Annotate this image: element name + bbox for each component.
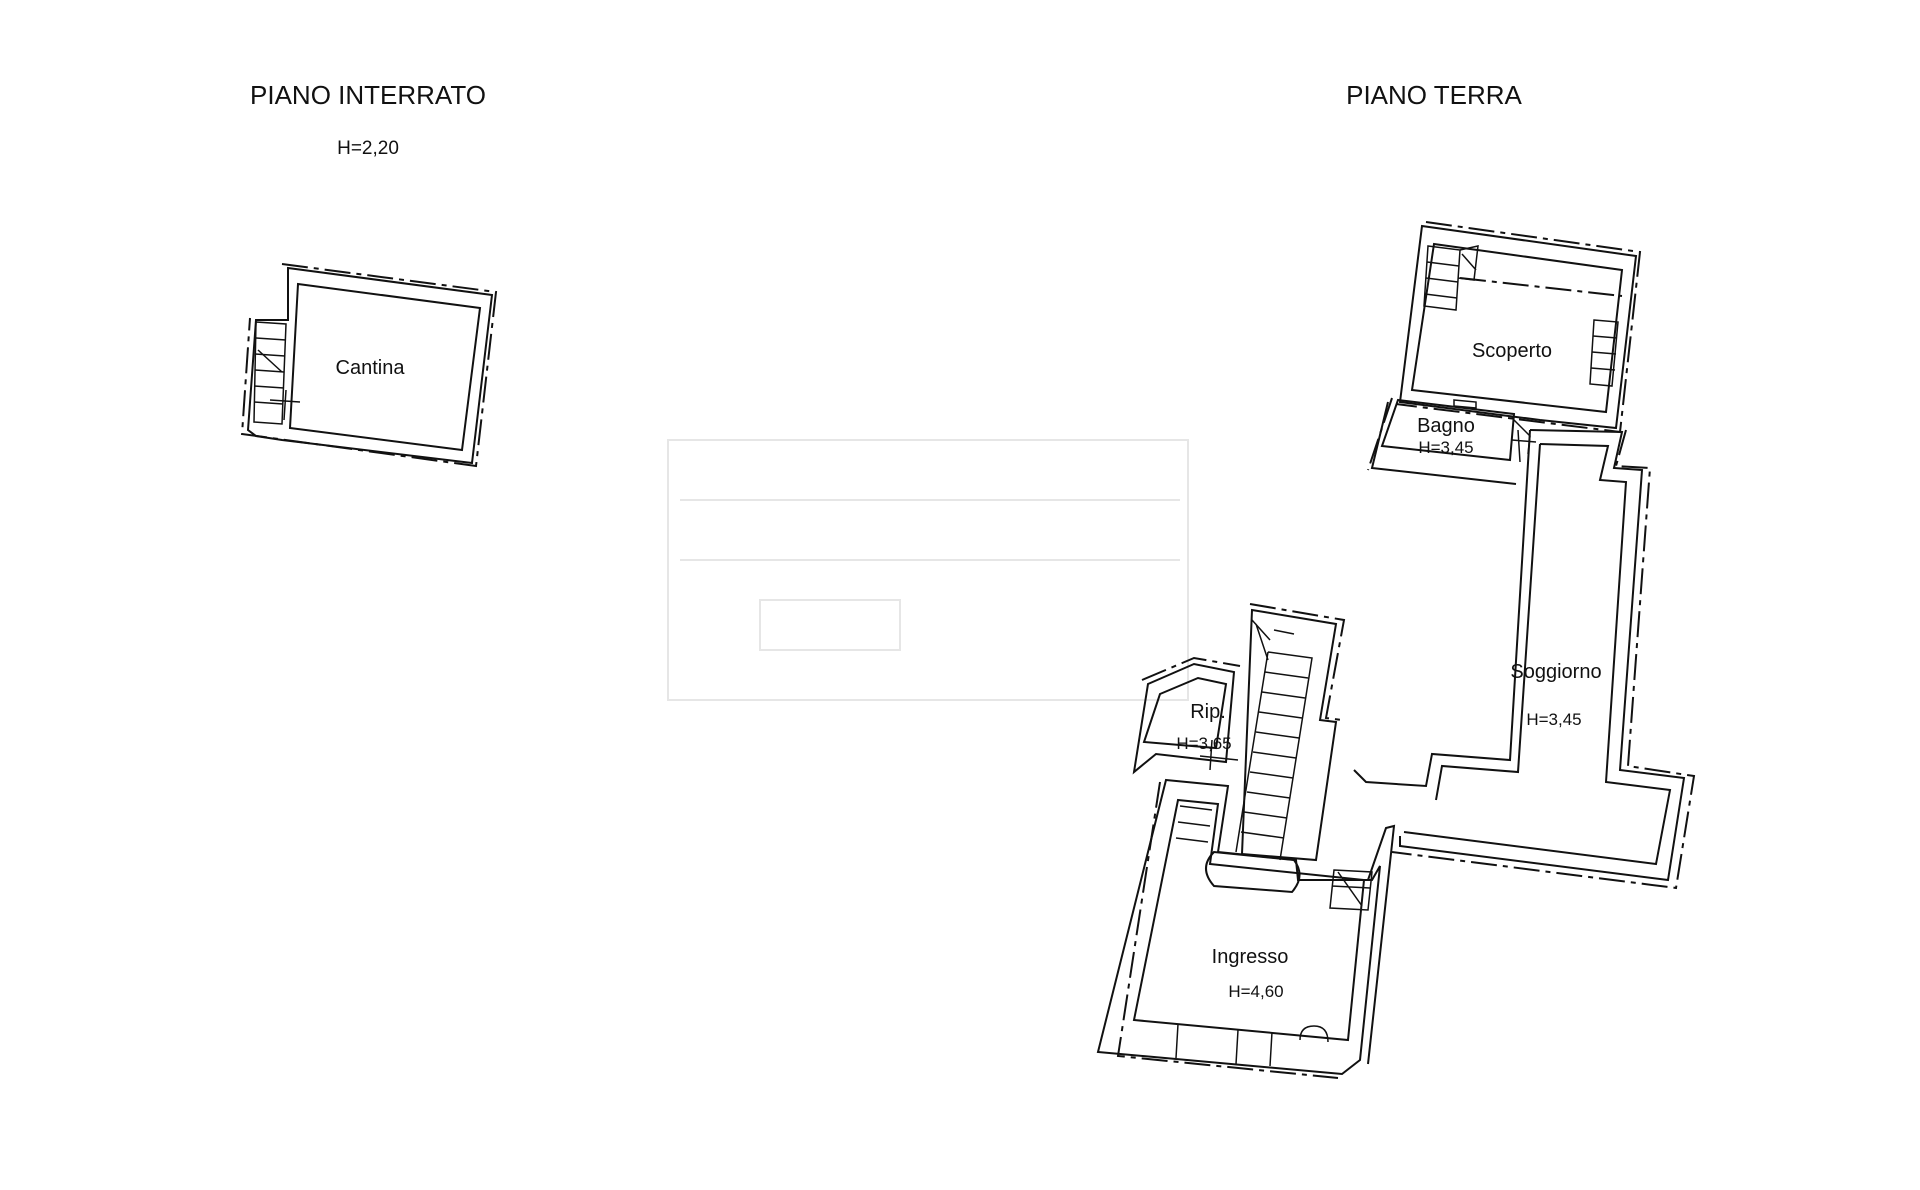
soggiorno-room <box>1353 429 1696 890</box>
central-stair <box>1235 603 1346 862</box>
ingresso-room <box>1096 778 1396 1079</box>
cantina-label: Cantina <box>336 357 406 379</box>
ripostiglio-height: H=3,65 <box>1176 734 1231 753</box>
scoperto-label: Scoperto <box>1472 340 1552 362</box>
basement-height: H=2,20 <box>337 138 399 159</box>
ground-plan: PIANO TERRA <box>1096 80 1696 1079</box>
bagno-height: H=3,45 <box>1418 438 1473 457</box>
cantina-room <box>240 263 498 468</box>
soggiorno-height: H=3,45 <box>1526 710 1581 729</box>
ripostiglio-label: Rip. <box>1190 701 1226 723</box>
ripostiglio-room <box>1132 656 1241 775</box>
ingresso-height: H=4,60 <box>1228 982 1283 1001</box>
basement-title: PIANO INTERRATO <box>250 80 486 110</box>
watermark <box>667 439 1189 701</box>
ingresso-label: Ingresso <box>1212 946 1289 968</box>
basement-plan: PIANO INTERRATO H=2,20 Cantina <box>240 80 498 468</box>
ground-title: PIANO TERRA <box>1346 80 1522 110</box>
bagno-room <box>1367 397 1537 485</box>
bagno-label: Bagno <box>1417 415 1475 437</box>
soggiorno-label: Soggiorno <box>1510 661 1601 683</box>
scoperto-area <box>1395 221 1642 434</box>
